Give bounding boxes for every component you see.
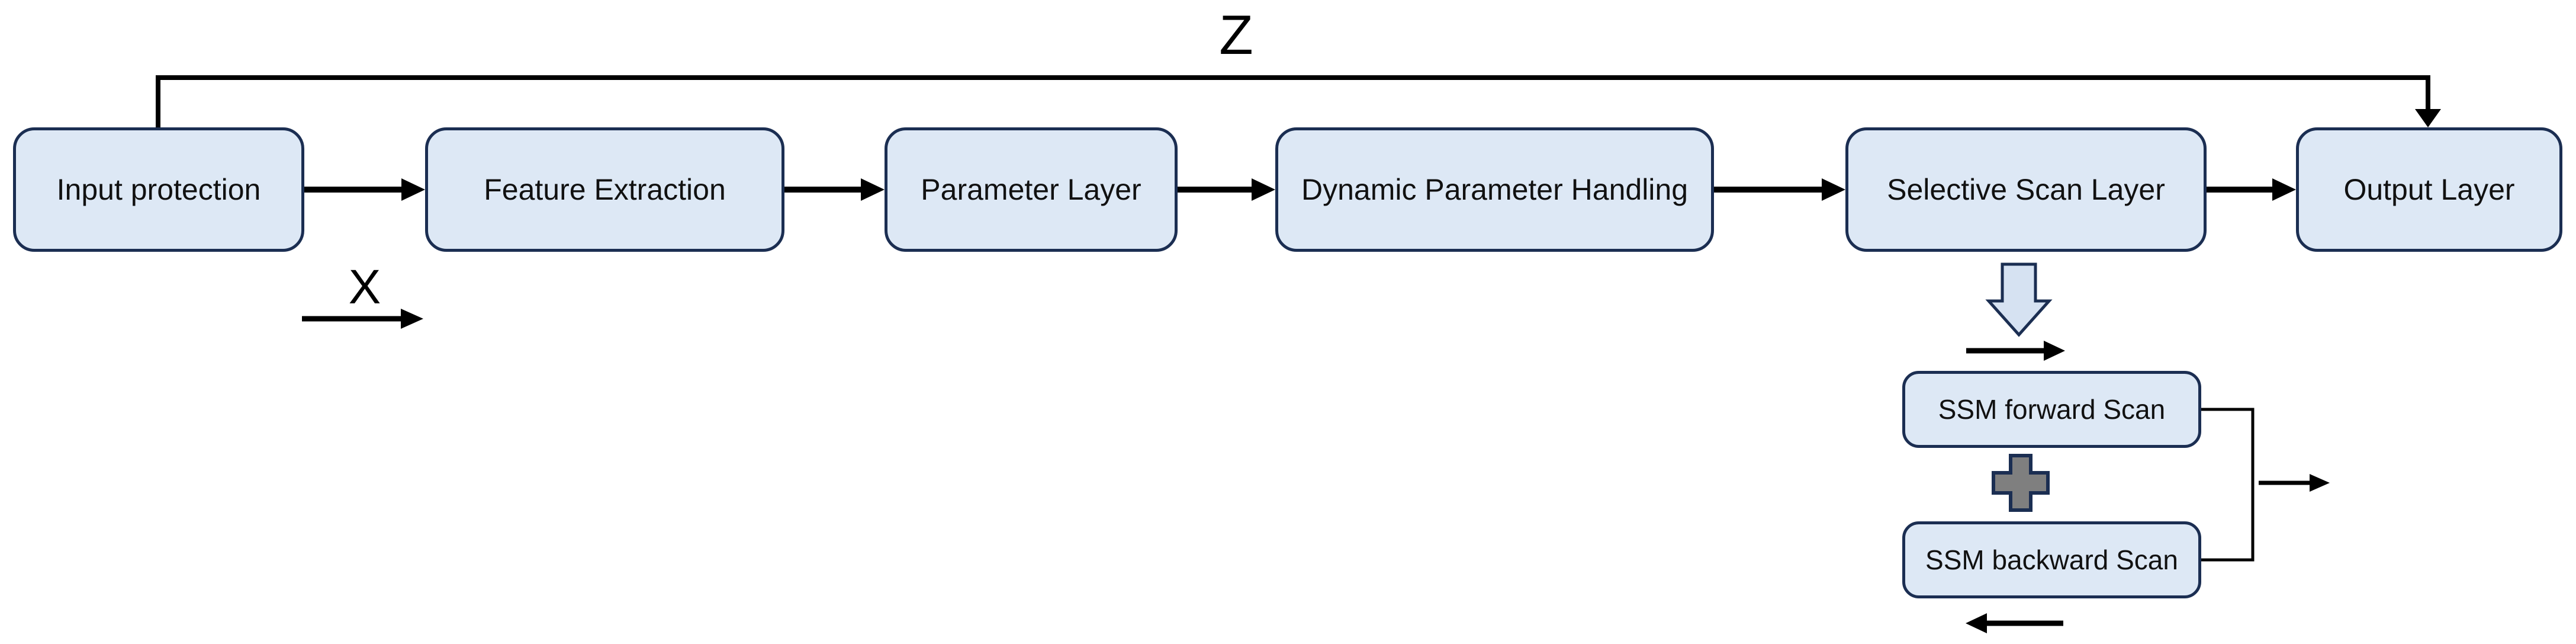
node-label: SSM forward Scan xyxy=(1938,394,2166,425)
left-arrow-icon xyxy=(1966,613,2063,633)
node-label: Selective Scan Layer xyxy=(1887,173,2165,206)
x-input-arrow xyxy=(302,309,423,329)
node-parameter-layer: Parameter Layer xyxy=(885,127,1178,252)
node-feature-extraction: Feature Extraction xyxy=(425,127,784,252)
flow-arrow-input-to-feature xyxy=(304,178,425,201)
node-label: Output Layer xyxy=(2343,173,2515,206)
node-ssm-backward-scan: SSM backward Scan xyxy=(1902,521,2201,598)
node-label: Parameter Layer xyxy=(921,173,1141,206)
flow-arrow-dynamic-to-selective xyxy=(1714,178,1845,201)
merge-bracket xyxy=(2201,408,2255,562)
node-output-layer: Output Layer xyxy=(2296,127,2562,252)
merge-output-arrow xyxy=(2259,474,2330,492)
node-dynamic-parameter-handling: Dynamic Parameter Handling xyxy=(1275,127,1714,252)
flow-arrow-selective-to-output xyxy=(2207,178,2296,201)
input-signal-label: X xyxy=(348,260,381,314)
node-label: Dynamic Parameter Handling xyxy=(1301,173,1689,206)
plus-icon xyxy=(1992,454,2050,512)
node-ssm-forward-scan: SSM forward Scan xyxy=(1902,371,2201,448)
down-block-arrow-icon xyxy=(1985,262,2053,337)
skip-connection-line xyxy=(156,75,2430,127)
flow-arrow-feature-to-parameter xyxy=(784,178,885,201)
node-label: Input protection xyxy=(56,173,261,206)
node-selective-scan-layer: Selective Scan Layer xyxy=(1845,127,2207,252)
node-input-protection: Input protection xyxy=(13,127,304,252)
node-label: SSM backward Scan xyxy=(1925,544,2178,575)
node-label: Feature Extraction xyxy=(484,173,726,206)
right-arrow-icon xyxy=(1966,341,2065,361)
flow-arrow-parameter-to-dynamic xyxy=(1178,178,1275,201)
skip-connection-label: Z xyxy=(1219,4,1253,66)
skip-connection-arrowhead-icon xyxy=(2415,109,2441,127)
